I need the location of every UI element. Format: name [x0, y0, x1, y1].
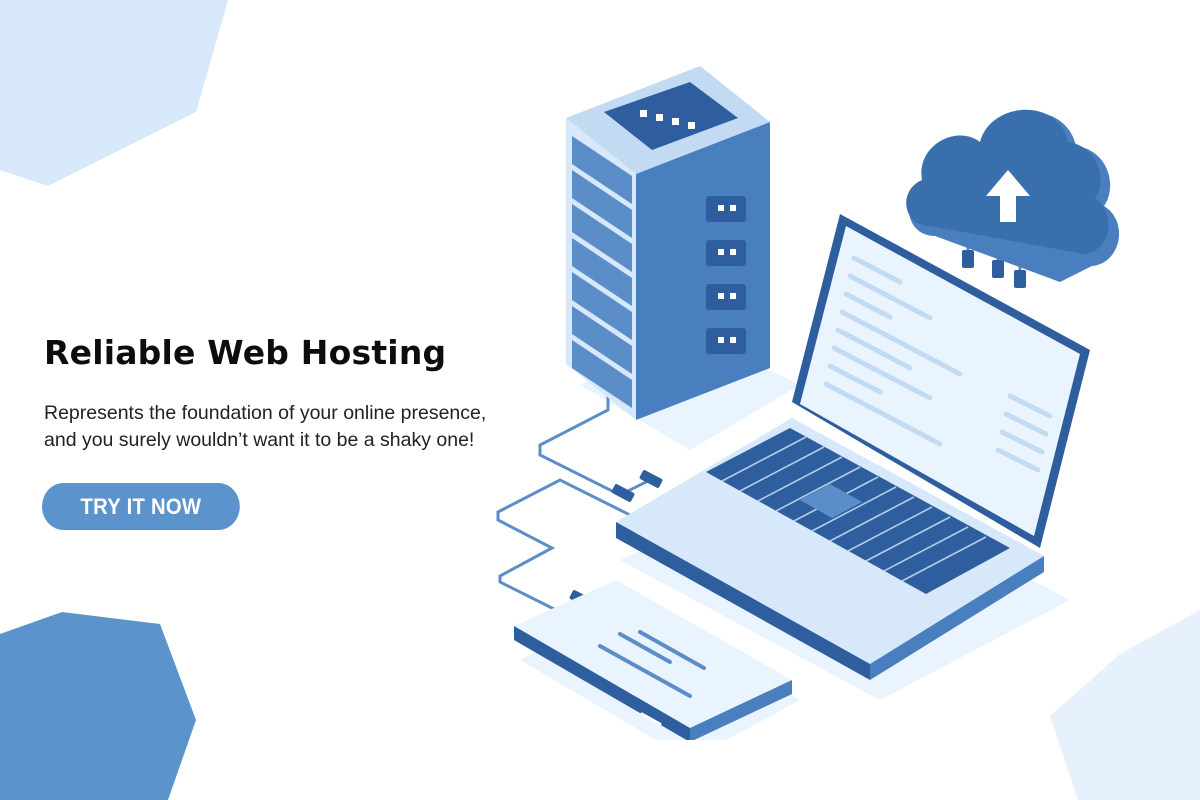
upload-arrow-icon: [986, 170, 1030, 222]
try-it-now-button[interactable]: TRY IT NOW: [42, 483, 240, 530]
decorative-hexagon-bottom-right: [1050, 610, 1200, 800]
server-front-slots: [706, 196, 746, 354]
cloud-upload-icon: [906, 109, 1120, 282]
decorative-hexagon-top-left: [0, 0, 228, 186]
smartphone: [514, 580, 792, 740]
hosting-illustration: [496, 66, 1120, 740]
laptop: [616, 214, 1090, 680]
decorative-hexagon-bottom-left: [0, 612, 196, 800]
page-title: Reliable Web Hosting: [44, 333, 447, 372]
phone-home-indicator: [640, 712, 662, 726]
laptop-touchpad: [800, 484, 862, 518]
hero-description-line-1: Represents the foundation of your online…: [44, 402, 487, 424]
server-rack: [566, 66, 770, 420]
hero-description-line-2: and you surely wouldn’t want it to be a …: [44, 429, 475, 451]
screen-code-lines: [823, 255, 1053, 473]
server-unit: [572, 136, 632, 408]
hero-description: Represents the foundation of your online…: [44, 400, 564, 454]
